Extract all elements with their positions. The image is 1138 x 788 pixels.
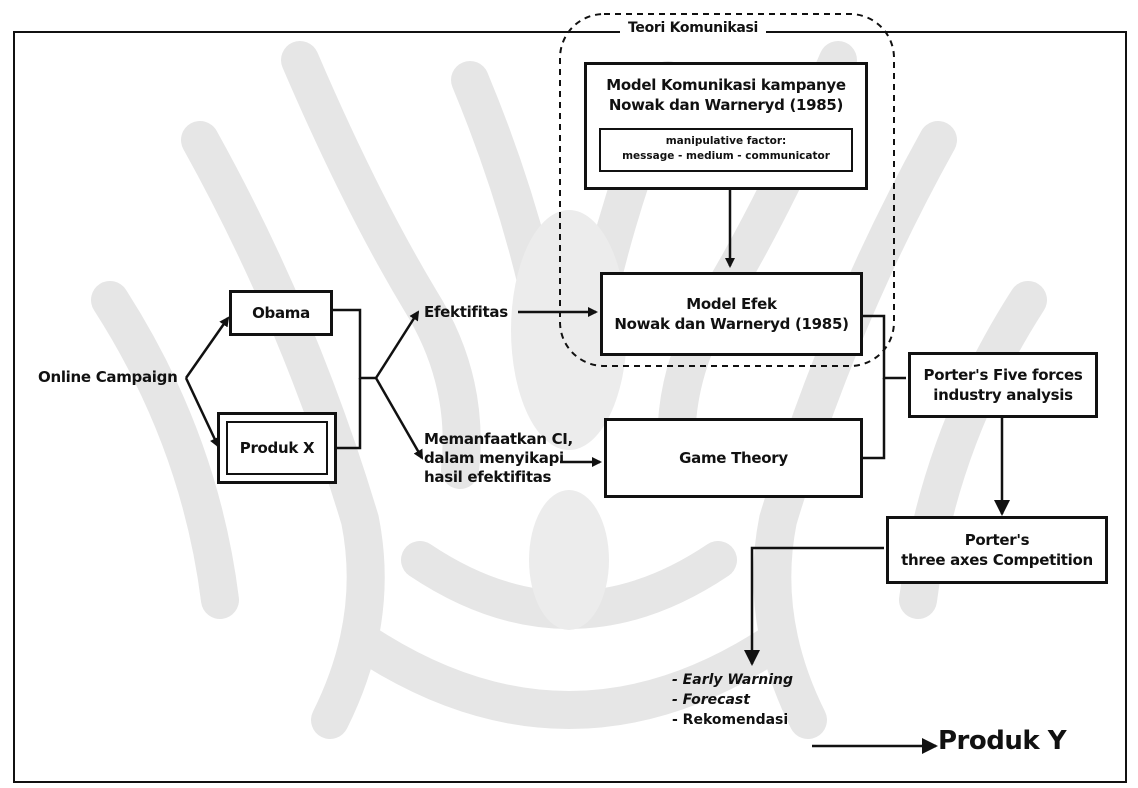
- output-early-warning: - Early Warning: [672, 672, 793, 688]
- teori-komunikasi-title: Teori Komunikasi: [620, 20, 767, 36]
- game-theory-box: Game Theory: [604, 418, 863, 498]
- five-forces-box: Porter's Five forces industry analysis: [908, 352, 1098, 418]
- model-efek-line2: Nowak dan Warneryd (1985): [614, 315, 849, 333]
- connector-game-theory-to-five-forces: [863, 378, 886, 460]
- arrow-merge-to-efektifitas: [374, 310, 420, 379]
- output-list: - Early Warning - Forecast - Rekomendasi: [672, 670, 793, 730]
- game-theory-label: Game Theory: [679, 449, 788, 467]
- five-forces-line2: industry analysis: [933, 386, 1073, 404]
- produk-y-label: Produk Y: [938, 726, 1067, 756]
- produk-x-box: Produk X: [217, 412, 337, 484]
- obama-box: Obama: [229, 290, 333, 336]
- memanfaatkan-line1: Memanfaatkan CI,: [424, 430, 573, 448]
- connector-produk-x-merge: [337, 378, 362, 450]
- connector-obama-merge: [333, 308, 376, 380]
- output-forecast: - Forecast: [672, 692, 750, 708]
- arrow-three-axes-to-output: [744, 546, 884, 666]
- manipulative-factor-line2: message - medium - communicator: [622, 150, 830, 162]
- three-axes-box: Porter's three axes Competition: [886, 516, 1108, 584]
- five-forces-line1: Porter's Five forces: [923, 366, 1083, 384]
- outer-frame: [13, 31, 1127, 783]
- model-komunikasi-box: Model Komunikasi kampanye Nowak dan Warn…: [584, 62, 868, 190]
- model-efek-line1: Model Efek: [686, 295, 777, 313]
- output-rekomendasi: - Rekomendasi: [672, 712, 789, 728]
- memanfaatkan-label: Memanfaatkan CI, dalam menyikapi hasil e…: [424, 430, 573, 487]
- three-axes-line1: Porter's: [964, 531, 1030, 549]
- three-axes-line2: three axes Competition: [901, 551, 1093, 569]
- efektifitas-label: Efektifitas: [424, 303, 508, 321]
- manipulative-factor-line1: manipulative factor:: [665, 135, 787, 147]
- manipulative-factor-box: manipulative factor: message - medium - …: [599, 128, 853, 172]
- arrow-campaign-to-produk-x: [184, 377, 220, 448]
- model-efek-box: Model Efek Nowak dan Warneryd (1985): [600, 272, 863, 356]
- model-komunikasi-line2: Nowak dan Warneryd (1985): [608, 96, 844, 114]
- model-komunikasi-line1: Model Komunikasi kampanye: [606, 76, 846, 94]
- online-campaign-label: Online Campaign: [38, 368, 178, 386]
- teori-komunikasi-dashed-group: [559, 13, 895, 367]
- memanfaatkan-line3: hasil efektifitas: [424, 468, 552, 486]
- produk-x-label: Produk X: [239, 439, 315, 457]
- memanfaatkan-line2: dalam menyikapi: [424, 449, 564, 467]
- obama-label: Obama: [252, 304, 310, 322]
- connector-model-efek-to-five-forces: [863, 314, 906, 380]
- arrow-campaign-to-obama: [184, 316, 230, 379]
- arrow-merge-to-memanfaatkan: [374, 377, 424, 460]
